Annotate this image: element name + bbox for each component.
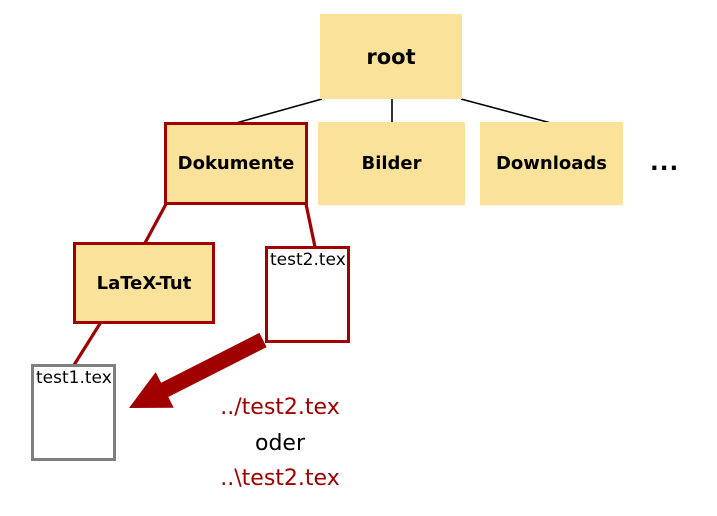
node-label: root: [366, 44, 416, 69]
node-label: LaTeX-Tut: [96, 272, 192, 294]
relative-path-arrow: [129, 332, 267, 408]
node-downloads-folder: Downloads: [480, 122, 623, 205]
relative-path-unix-text: ../test2.tex: [220, 395, 340, 420]
ellipsis-label: ...: [650, 150, 680, 176]
more-folders-ellipsis: ...: [650, 150, 679, 176]
connector-dokumente-latextut: [143, 203, 168, 244]
file-label: test2.tex: [270, 250, 346, 270]
oder-conjunction-text: oder: [254, 431, 306, 456]
node-test2-file: test2.tex: [265, 246, 350, 343]
node-test1-file: test1.tex: [31, 364, 116, 461]
node-dokumente-folder: Dokumente: [164, 122, 308, 205]
node-label: Downloads: [495, 153, 608, 174]
node-root-folder: root: [320, 14, 462, 99]
relative-path-windows-text: ..\test2.tex: [220, 466, 340, 491]
connector-latextut-test1: [72, 321, 103, 366]
node-label: Bilder: [361, 153, 422, 174]
file-label: test1.tex: [36, 368, 112, 388]
connector-root-dokumente: [235, 98, 323, 124]
connector-root-downloads: [460, 98, 552, 124]
connector-dokumente-test2: [304, 203, 317, 248]
node-latex-tut-folder: LaTeX-Tut: [73, 242, 215, 324]
node-label: Dokumente: [177, 153, 295, 174]
node-bilder-folder: Bilder: [318, 122, 465, 205]
